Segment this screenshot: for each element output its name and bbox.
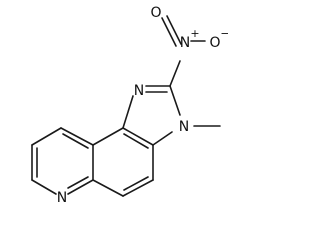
atom-labels: O N + O − N N N: [57, 5, 228, 206]
atom-nitro-nitrogen-charge: +: [190, 27, 199, 40]
bond-c8-c3: [92, 127, 124, 146]
bond-c3-c2-inner: [123, 133, 149, 149]
bond-c1-c6-inner: [123, 176, 149, 191]
atom-nitro-nitrogen: N: [180, 35, 190, 51]
bond-c9-c10: [31, 127, 62, 146]
bond-c11-n: [31, 179, 57, 195]
atom-imidazole-nitrogen-methyl: N: [179, 119, 189, 135]
atom-nitro-oxygen-top: O: [150, 5, 161, 21]
bonds: [31, 15, 221, 197]
bond-c8-c9-inner: [62, 133, 89, 149]
bond-nitro-n-o-double-inner: [161, 17, 177, 47]
atom-nitro-oxygen-right: O: [209, 35, 220, 51]
bond-n-c7-inner: [67, 176, 89, 189]
bond-c1-c6: [122, 179, 154, 197]
bond-n-methyl-c2ring: [152, 131, 173, 146]
bond-nitro-n-o-double: [166, 15, 182, 45]
atom-pyridine-nitrogen: N: [57, 190, 67, 206]
bond-c2-n-methyl: [169, 85, 181, 116]
bond-c2-nitro-n: [169, 60, 181, 87]
atom-nitro-oxygen-charge: −: [220, 27, 228, 40]
chemical-structure-diagram: O N + O − N N N: [31, 5, 228, 206]
bond-n-c7: [67, 179, 94, 195]
atom-imidazole-nitrogen-top: N: [134, 83, 144, 99]
bond-c3-n-top: [122, 95, 134, 129]
bond-c8-c9: [60, 127, 94, 146]
bond-c3-c2: [122, 127, 154, 146]
bond-c6-c7: [92, 179, 124, 197]
